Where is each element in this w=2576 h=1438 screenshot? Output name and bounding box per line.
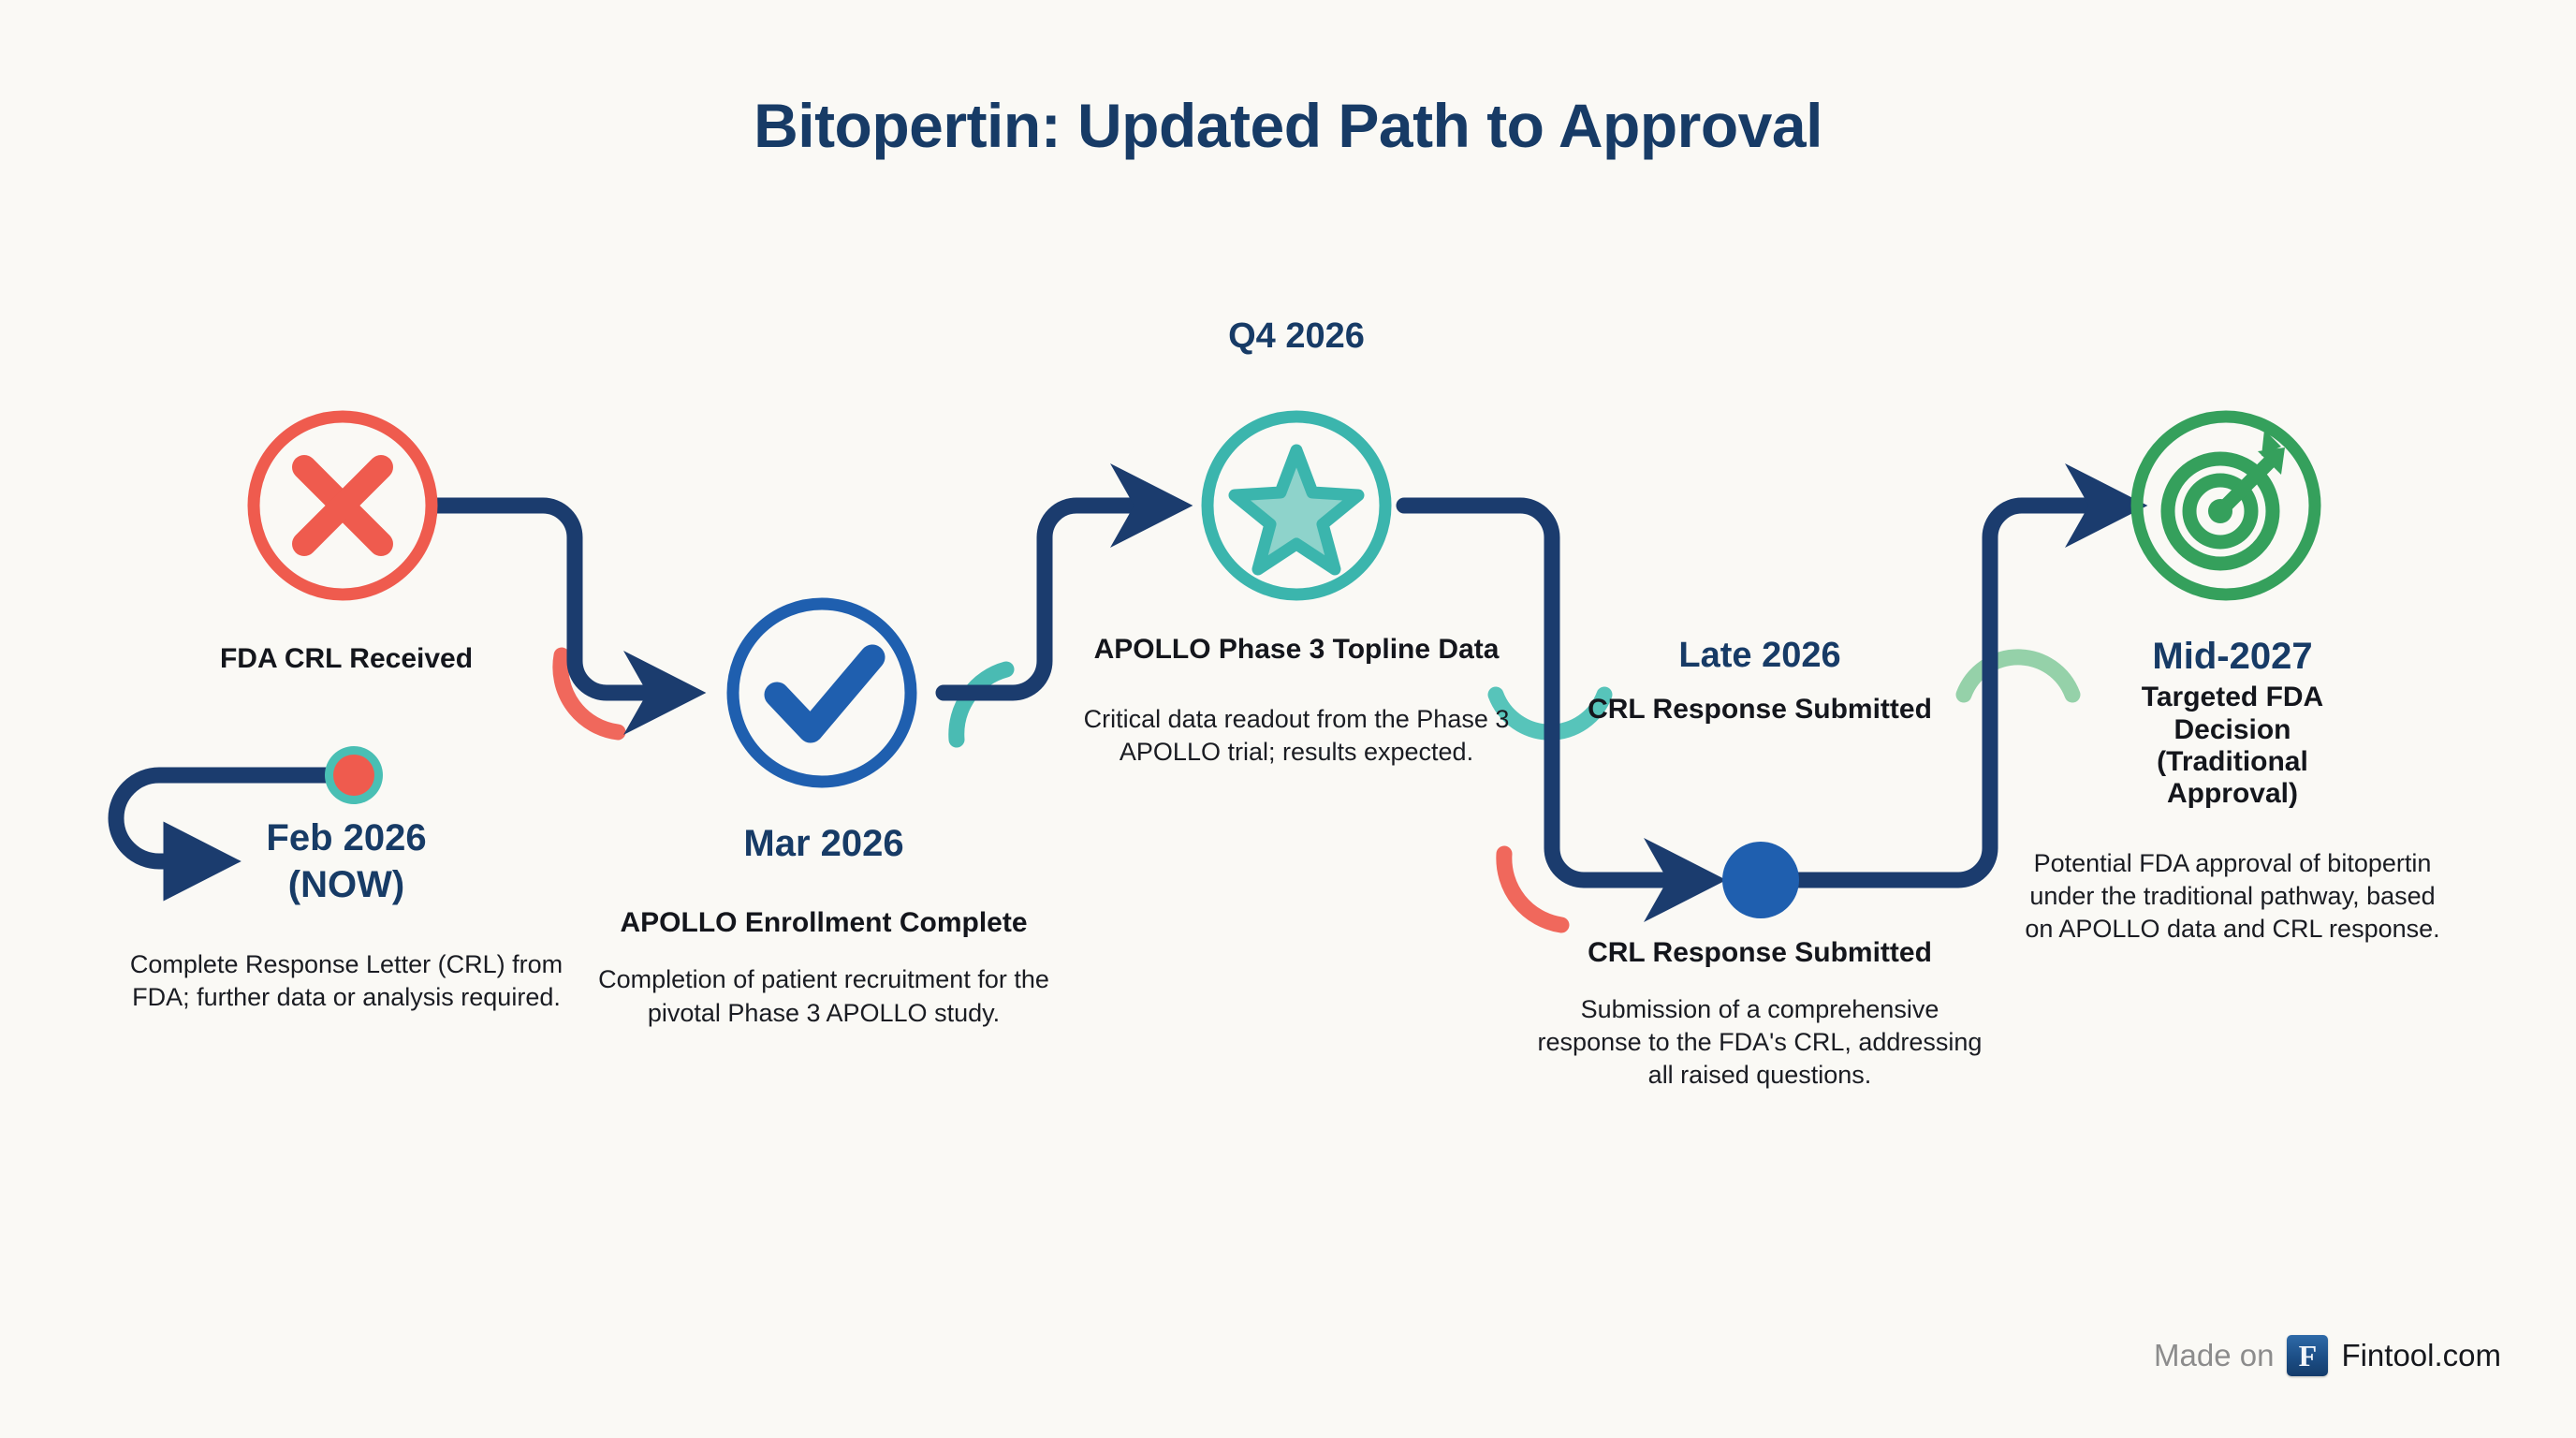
stage-4-date: Late 2026 <box>1678 636 1841 675</box>
stage-5-date: Mid-2027 <box>2152 636 2313 677</box>
connector-2-3 <box>935 462 1193 701</box>
now-pointer-path <box>108 767 362 902</box>
stage-4-block-below: CRL Response Submitted Submission of a c… <box>1535 936 1984 1092</box>
star-circle-icon <box>1201 410 1392 601</box>
stage-1-block: Feb 2026 (NOW) Complete Response Letter … <box>112 816 580 1014</box>
connector-3-4 <box>1396 497 1727 923</box>
target-bullseye-icon <box>2130 410 2321 601</box>
stage-1-label-above: FDA CRL Received <box>112 642 580 675</box>
stage-4-block-above: Late 2026 CRL Response Submitted <box>1535 635 1984 726</box>
stage-4-title: CRL Response Submitted <box>1588 937 1932 968</box>
stage-1-title-above: FDA CRL Received <box>219 643 474 674</box>
filled-dot-icon <box>1722 842 1799 918</box>
stage-5-title-line3: (Traditional <box>2157 745 2308 777</box>
stage-2-description: Completion of patient recruitment for th… <box>598 965 1049 1027</box>
connector-4-5 <box>1789 462 2148 888</box>
stage-5-description: Potential FDA approval of bitopertin und… <box>2025 849 2440 944</box>
stage-3-description: Critical data readout from the Phase 3 A… <box>1083 705 1510 767</box>
stage-1-description: Complete Response Letter (CRL) from FDA;… <box>129 949 564 1011</box>
stage-2-date: Mar 2026 <box>743 823 904 864</box>
footer-made-on-label: Made on <box>2154 1338 2275 1372</box>
stage-5-block: Mid-2027 Targeted FDA Decision (Traditio… <box>2012 635 2452 946</box>
stage-2-block: Mar 2026 APOLLO Enrollment Complete Comp… <box>590 822 1058 1030</box>
stage-5-title-line2: Decision <box>2174 713 2291 745</box>
stage-4-title-above: CRL Response Submitted <box>1588 694 1932 726</box>
footer-branding: Made on F Fintool.com <box>2154 1335 2501 1376</box>
stage-3-date: Q4 2026 <box>1228 316 1365 356</box>
check-circle-icon <box>726 597 917 788</box>
stage-5-title-line4: Approval) <box>2166 777 2298 809</box>
x-circle-icon <box>247 410 438 601</box>
stage-3-title: APOLLO Phase 3 Topline Data <box>1093 634 1500 665</box>
footer-brand-name: Fintool.com <box>2341 1338 2501 1372</box>
connector-1-2 <box>428 497 707 736</box>
fintool-logo-icon: F <box>2287 1335 2329 1376</box>
stage-2-title: APOLLO Enrollment Complete <box>620 907 1028 939</box>
stage-4-description: Submission of a comprehensive response t… <box>1537 995 1983 1090</box>
now-marker-dot <box>325 746 383 804</box>
page-title: Bitopertin: Updated Path to Approval <box>754 91 1822 160</box>
stage-3-block: APOLLO Phase 3 Topline Data Critical dat… <box>1072 633 1521 769</box>
stage-1-date-line1: Feb 2026 <box>266 817 427 858</box>
stage-5-title-line1: Targeted FDA <box>2141 682 2324 713</box>
stage-1-date-line2: (NOW) <box>287 864 405 906</box>
